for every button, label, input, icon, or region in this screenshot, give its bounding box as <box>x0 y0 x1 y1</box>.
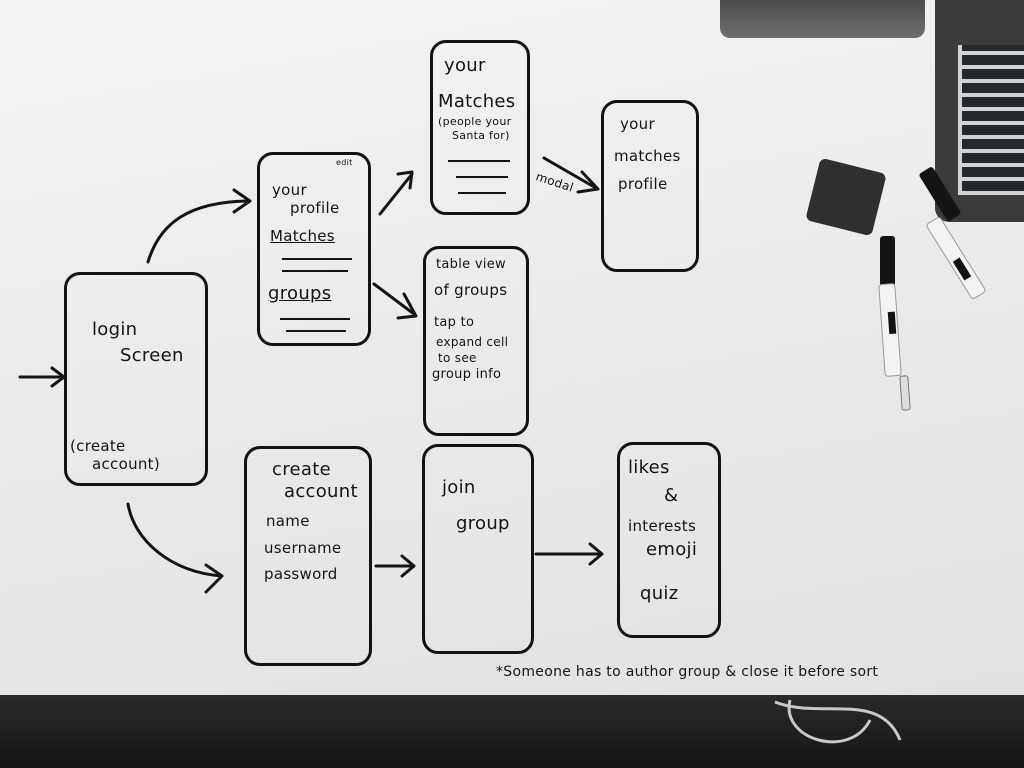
field-password: password <box>264 565 338 583</box>
groups-table-5: to see <box>438 351 477 365</box>
list-line <box>458 192 506 194</box>
floor <box>0 695 1024 768</box>
arrow-icon <box>374 554 416 578</box>
login-create-1: (create <box>70 437 126 455</box>
groups-table-2: of groups <box>434 281 508 299</box>
matches-screen-box <box>430 40 530 215</box>
arrow-icon <box>534 542 604 566</box>
login-title: login <box>92 319 138 340</box>
whiteboard <box>0 0 1024 695</box>
profile-groups: groups <box>268 283 332 304</box>
matches-note-1: (people your <box>438 115 512 128</box>
list-line <box>448 160 510 162</box>
login-screen-box <box>64 272 208 486</box>
matches-note-2: Santa for) <box>452 129 510 142</box>
arrow-icon <box>542 156 600 194</box>
arrow-icon <box>372 282 418 320</box>
join-group-box <box>422 444 534 654</box>
field-name: name <box>266 512 310 530</box>
login-create-2: account) <box>92 455 161 473</box>
matches-profile-3: profile <box>618 175 668 193</box>
laptop-edge <box>720 0 925 38</box>
matches-title-1: your <box>444 55 486 76</box>
arrow-icon <box>146 188 252 264</box>
profile-title-1: your <box>272 181 307 199</box>
create-account-box <box>244 446 372 666</box>
matches-profile-1: your <box>620 115 655 133</box>
keyboard-icon <box>958 45 1024 195</box>
profile-matches: Matches <box>270 227 335 245</box>
likes-3: interests <box>628 517 697 535</box>
matches-profile-box <box>601 100 699 272</box>
marker-icon <box>919 167 986 299</box>
profile-title-2: profile <box>290 199 340 217</box>
likes-screen-box <box>617 442 721 638</box>
list-line <box>286 330 346 332</box>
login-title-2: Screen <box>120 345 184 366</box>
list-line <box>280 318 350 320</box>
create-title-2: account <box>284 481 358 502</box>
groups-table-3: tap to <box>434 315 475 330</box>
likes-5: quiz <box>640 583 679 604</box>
likes-4: emoji <box>646 539 698 560</box>
groups-table-6: group info <box>432 367 502 382</box>
edit-label: edit <box>336 158 353 167</box>
likes-2: & <box>664 485 679 506</box>
matches-title-2: Matches <box>438 91 516 112</box>
groups-table-1: table view <box>436 257 506 272</box>
join-group-1: join <box>442 477 476 498</box>
matches-profile-2: matches <box>614 147 681 165</box>
marker-icon <box>878 236 911 411</box>
profile-screen-box <box>257 152 371 346</box>
arrow-icon <box>378 170 414 216</box>
arrow-icon <box>18 366 66 388</box>
create-title-1: create <box>272 459 331 480</box>
groups-table-4: expand cell <box>436 335 509 349</box>
join-group-2: group <box>456 513 510 534</box>
field-username: username <box>264 539 342 557</box>
arrow-icon <box>126 502 224 594</box>
list-line <box>282 258 352 260</box>
list-line <box>282 270 348 272</box>
footnote: *Someone has to author group & close it … <box>496 664 879 680</box>
groups-table-box <box>423 246 529 436</box>
list-line <box>456 176 508 178</box>
likes-1: likes <box>628 457 670 478</box>
